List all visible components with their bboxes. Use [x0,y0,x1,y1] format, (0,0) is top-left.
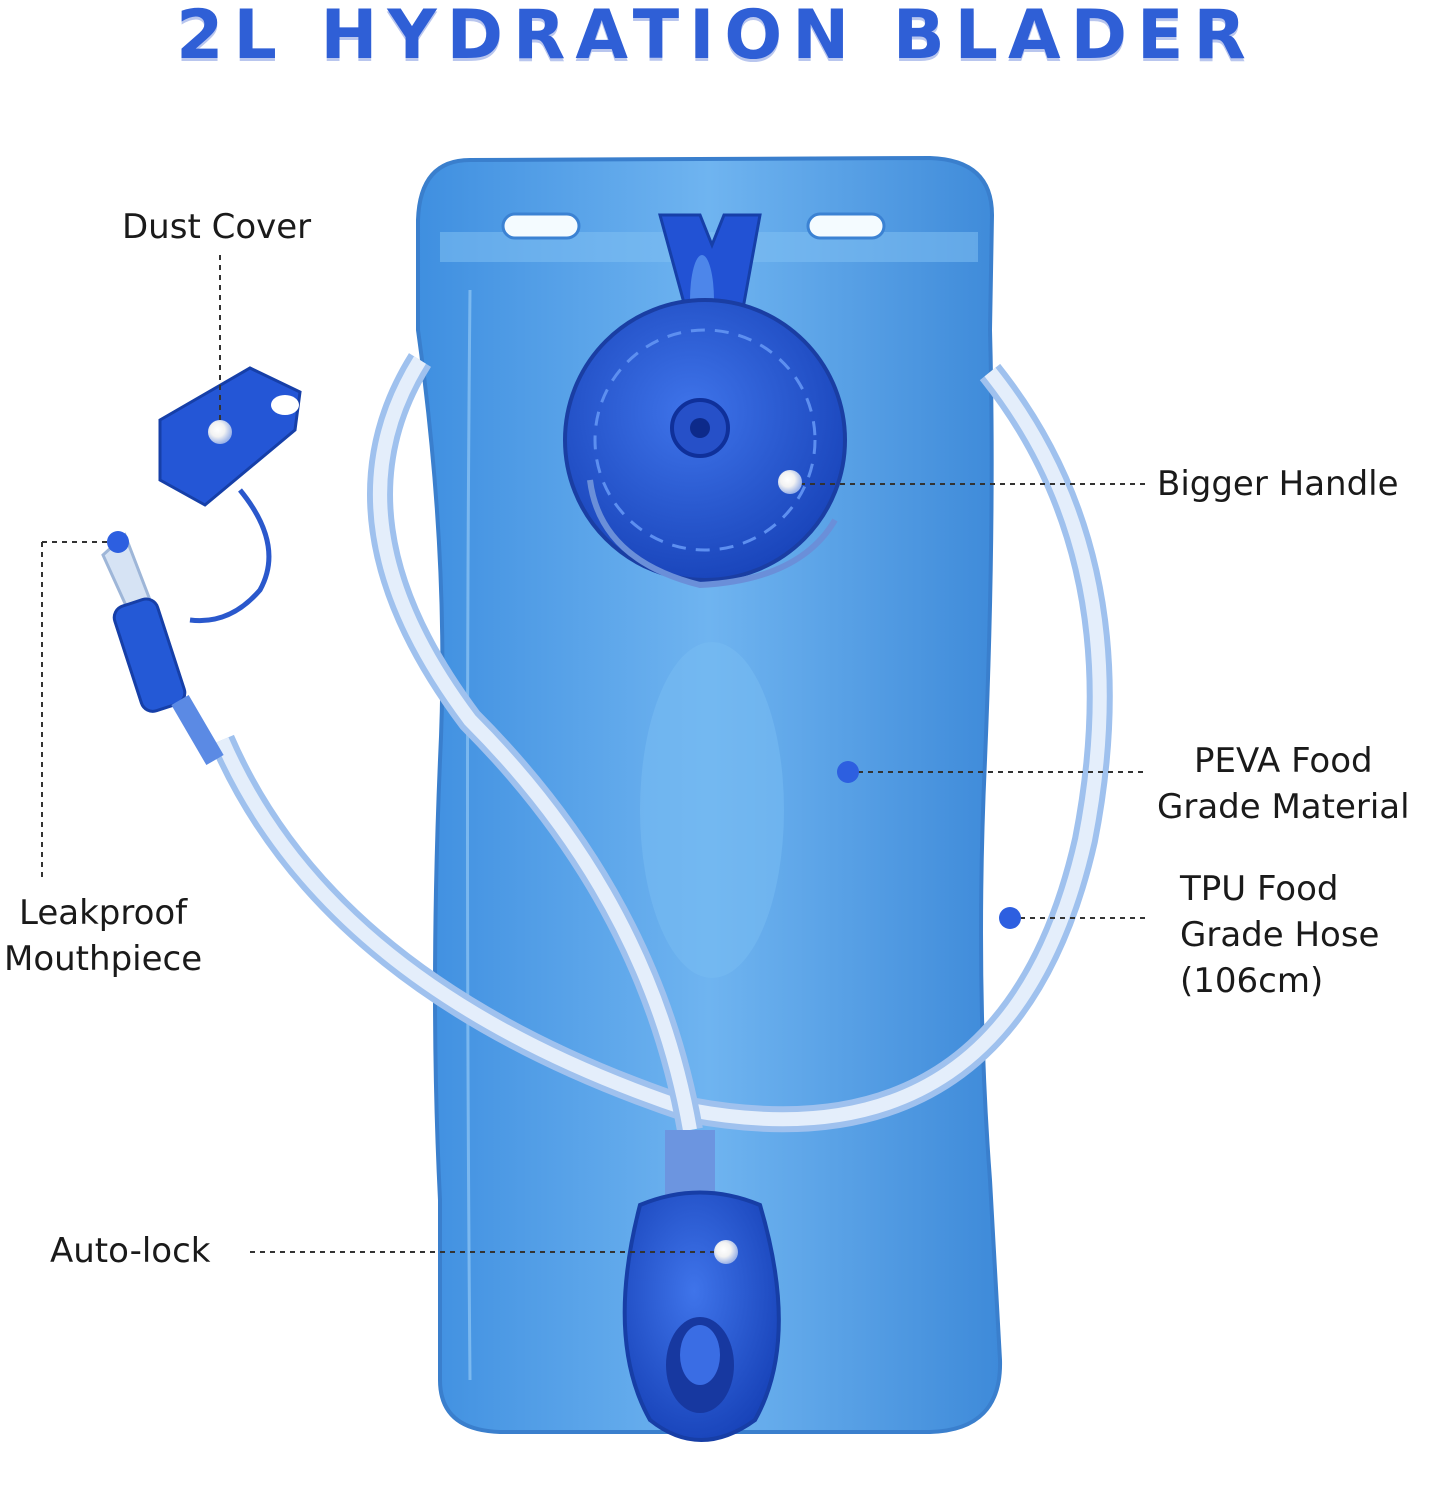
callout-markers [107,420,1021,1264]
label-dust-cover: Dust Cover [122,207,312,247]
label-tpu-hose: TPU Food Grade Hose (106cm) [1180,869,1380,1001]
label-auto-lock: Auto-lock [50,1231,211,1271]
mouthpiece-assembly [101,366,302,766]
label-bigger-handle: Bigger Handle [1157,464,1399,504]
page-title: 2L HYDRATION BLADER [176,0,1256,75]
handle-cap [563,213,847,589]
label-peva-material: PEVA Food Grade Material [1157,741,1410,827]
auto-lock-valve [622,1130,781,1442]
drinking-hose [210,353,1113,1133]
label-leakproof-mouthpiece: Leakproof Mouthpiece [4,893,203,979]
callout-lines [41,255,1145,1253]
